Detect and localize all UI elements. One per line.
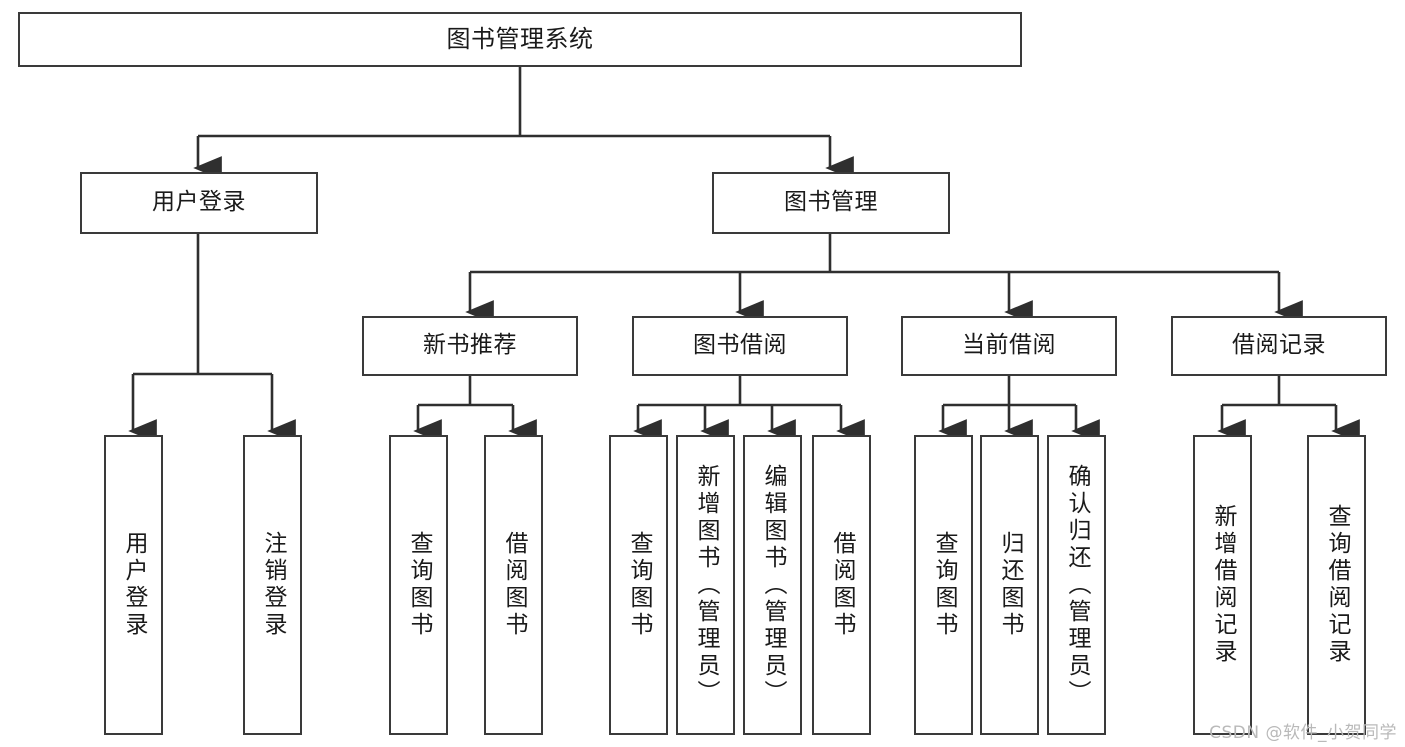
node-label: 查询图书 bbox=[931, 531, 957, 639]
node-label: 借阅图书 bbox=[829, 531, 855, 639]
node-current-borrow[interactable]: 当前借阅 bbox=[901, 316, 1117, 376]
node-leaf-logout[interactable]: 注销登录 bbox=[243, 435, 302, 735]
node-label: 注销登录 bbox=[260, 531, 286, 639]
node-leaf-edit-book[interactable]: 编辑图书（管理员） bbox=[743, 435, 802, 735]
watermark: CSDN @软件_小贺同学 bbox=[1209, 723, 1397, 743]
node-label: 编辑图书（管理员） bbox=[760, 463, 786, 707]
node-leaf-query-book-2[interactable]: 查询图书 bbox=[609, 435, 668, 735]
node-label: 借阅图书 bbox=[501, 531, 527, 639]
edges-user-login bbox=[128, 234, 296, 443]
node-leaf-return-book[interactable]: 归还图书 bbox=[980, 435, 1039, 735]
node-leaf-add-record[interactable]: 新增借阅记录 bbox=[1193, 435, 1252, 735]
node-book-borrow[interactable]: 图书借阅 bbox=[632, 316, 848, 376]
node-label: 图书管理系统 bbox=[446, 25, 594, 54]
node-label: 归还图书 bbox=[997, 531, 1023, 639]
edges-book-management bbox=[465, 234, 1303, 324]
node-book-management[interactable]: 图书管理 bbox=[712, 172, 950, 234]
node-label: 用户登录 bbox=[121, 531, 147, 639]
node-label: 查询图书 bbox=[406, 531, 432, 639]
node-label: 借阅记录 bbox=[1232, 332, 1326, 359]
node-leaf-borrow-book-2[interactable]: 借阅图书 bbox=[812, 435, 871, 735]
node-label: 新书推荐 bbox=[423, 332, 517, 359]
node-label: 当前借阅 bbox=[962, 332, 1056, 359]
node-label: 图书借阅 bbox=[693, 332, 787, 359]
node-label: 新增图书（管理员） bbox=[693, 463, 719, 707]
edges-borrow-record bbox=[1217, 376, 1360, 443]
node-leaf-query-book-3[interactable]: 查询图书 bbox=[914, 435, 973, 735]
node-leaf-query-book-1[interactable]: 查询图书 bbox=[389, 435, 448, 735]
node-leaf-confirm-return[interactable]: 确认归还（管理员） bbox=[1047, 435, 1106, 735]
node-leaf-borrow-book-1[interactable]: 借阅图书 bbox=[484, 435, 543, 735]
node-label: 查询图书 bbox=[626, 531, 652, 639]
node-borrow-record[interactable]: 借阅记录 bbox=[1171, 316, 1387, 376]
node-label: 确认归还（管理员） bbox=[1064, 463, 1090, 707]
edges-current-borrow bbox=[938, 376, 1100, 443]
node-leaf-query-record[interactable]: 查询借阅记录 bbox=[1307, 435, 1366, 735]
edges-root bbox=[193, 67, 854, 180]
node-label: 图书管理 bbox=[784, 189, 878, 216]
node-label: 新增借阅记录 bbox=[1210, 504, 1236, 666]
node-label: 用户登录 bbox=[152, 189, 246, 216]
node-leaf-user-login[interactable]: 用户登录 bbox=[104, 435, 163, 735]
edges-book-borrow bbox=[633, 376, 865, 443]
node-user-login[interactable]: 用户登录 bbox=[80, 172, 318, 234]
node-root-system[interactable]: 图书管理系统 bbox=[18, 12, 1022, 67]
node-new-book-recommend[interactable]: 新书推荐 bbox=[362, 316, 578, 376]
node-leaf-add-book[interactable]: 新增图书（管理员） bbox=[676, 435, 735, 735]
node-label: 查询借阅记录 bbox=[1324, 504, 1350, 666]
edges-new-book-recommend bbox=[413, 376, 537, 443]
